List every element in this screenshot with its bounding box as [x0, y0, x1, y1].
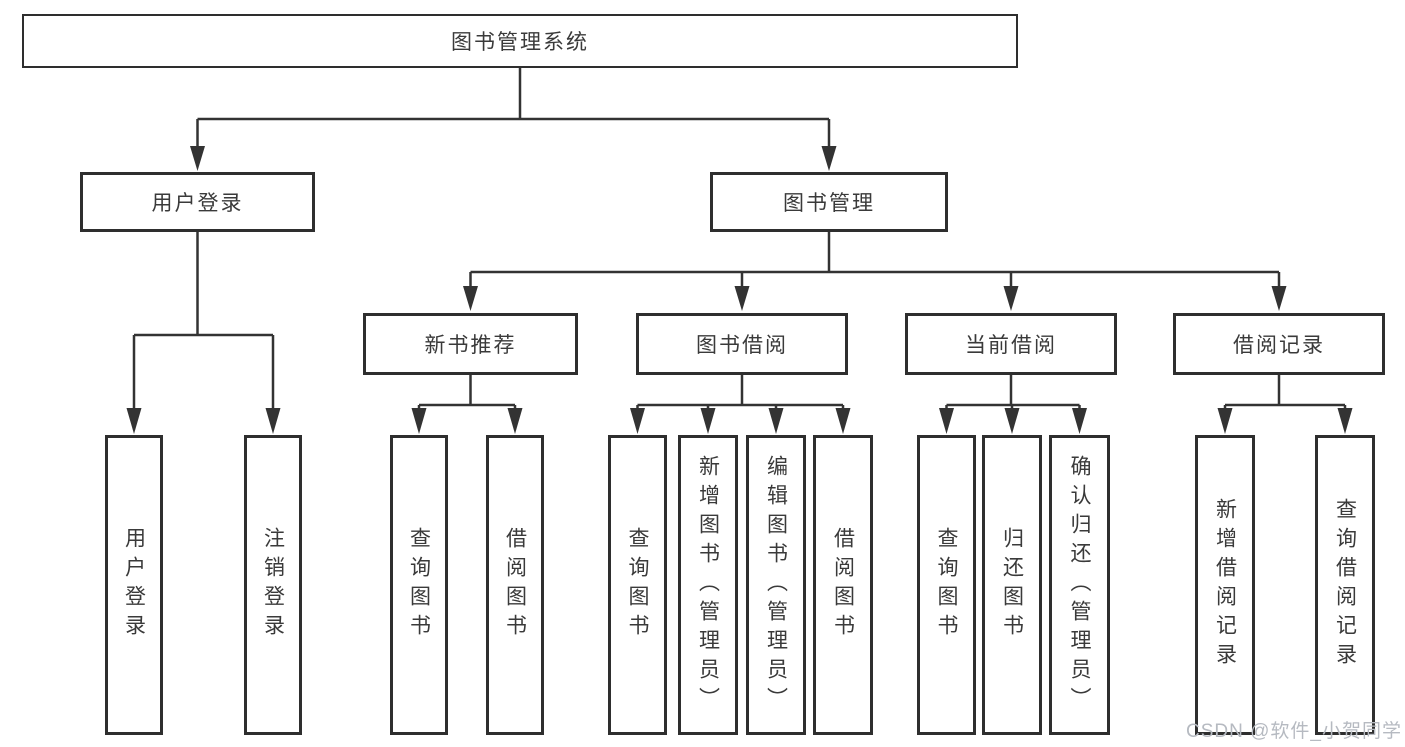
connector-user-login-to-leaves: [126, 232, 281, 434]
node-label: 用户登录: [122, 527, 146, 643]
node-user-login-leaf: 用户登录: [105, 435, 163, 735]
node-book-management: 图书管理: [710, 172, 948, 232]
connector-new-book-to-leaves: [411, 375, 523, 434]
node-borrow-records: 借阅记录: [1173, 313, 1385, 375]
node-new-book-recommend: 新书推荐: [363, 313, 578, 375]
connector-root-to-level2: [190, 68, 837, 171]
node-return-books: 归还图书: [982, 435, 1042, 735]
node-borrow-books: 借阅图书: [813, 435, 873, 735]
node-add-borrow-record: 新增借阅记录: [1195, 435, 1255, 735]
node-add-book-admin: 新增图书（管理员）: [678, 435, 738, 735]
node-label: 查询借阅记录: [1333, 498, 1357, 672]
node-query-books-borrow: 查询图书: [608, 435, 667, 735]
node-query-books-current: 查询图书: [917, 435, 976, 735]
node-label: 借阅图书: [503, 527, 527, 643]
node-library-system: 图书管理系统: [22, 14, 1018, 68]
node-user-login: 用户登录: [80, 172, 315, 232]
node-label: 编辑图书（管理员）: [764, 454, 788, 716]
node-label: 新增图书（管理员）: [696, 454, 720, 716]
connector-borrow-records-to-leaves: [1217, 375, 1353, 434]
node-label: 确认归还（管理员）: [1068, 454, 1092, 716]
node-query-books-recommend: 查询图书: [390, 435, 448, 735]
node-label: 注销登录: [261, 527, 285, 643]
connector-book-borrow-to-leaves: [630, 375, 851, 434]
node-confirm-return-admin: 确认归还（管理员）: [1049, 435, 1110, 735]
connector-book-mgmt-to-level3: [463, 232, 1287, 311]
node-label: 查询图书: [626, 527, 650, 643]
node-label: 借阅图书: [831, 527, 855, 643]
node-label: 归还图书: [1000, 527, 1024, 643]
node-query-borrow-record: 查询借阅记录: [1315, 435, 1375, 735]
connector-current-borrow-to-leaves: [939, 375, 1087, 434]
node-label: 查询图书: [935, 527, 959, 643]
node-borrow-books-recommend: 借阅图书: [486, 435, 544, 735]
node-book-borrow: 图书借阅: [636, 313, 848, 375]
node-label: 新增借阅记录: [1213, 498, 1237, 672]
node-label: 查询图书: [407, 527, 431, 643]
csdn-watermark: CSDN @软件_小贺同学: [1186, 721, 1402, 742]
node-current-borrow: 当前借阅: [905, 313, 1117, 375]
node-logout: 注销登录: [244, 435, 302, 735]
node-edit-book-admin: 编辑图书（管理员）: [746, 435, 806, 735]
